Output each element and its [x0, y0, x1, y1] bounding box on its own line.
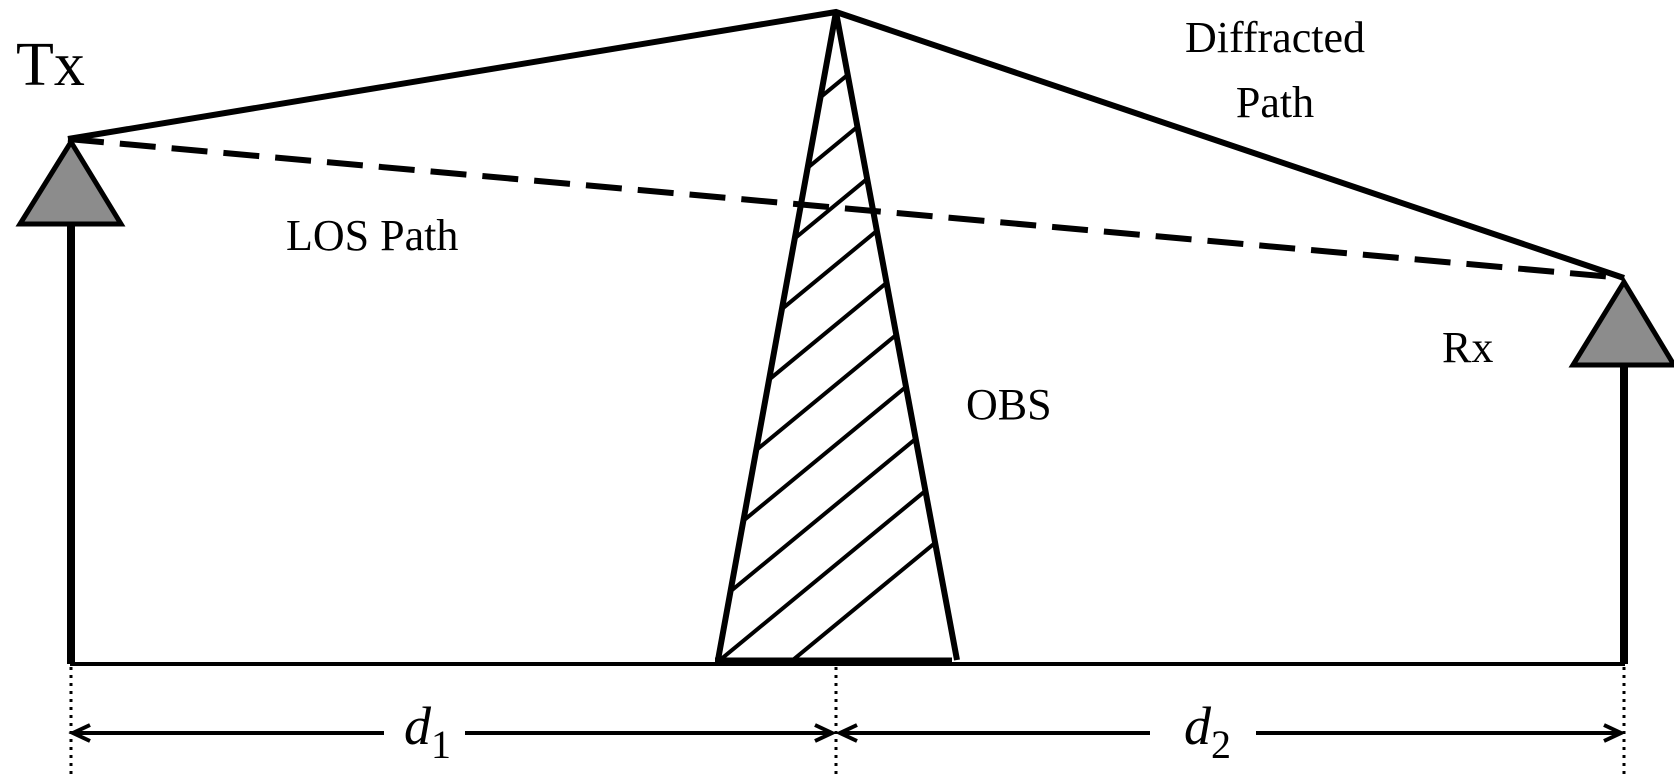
tx-antenna-icon [15, 137, 126, 227]
d1-label-subscript: 1 [431, 722, 451, 767]
d2-dimension-arrow [835, 723, 1626, 743]
d2-label-base: d [1184, 696, 1212, 756]
d2-label: d2 [1184, 696, 1231, 767]
d1-label-base: d [404, 696, 432, 756]
distance-reference-lines [69, 667, 1626, 777]
d1-dimension-arrow [68, 723, 837, 743]
d2-label-subscript: 2 [1211, 722, 1231, 767]
rx-label: Rx [1442, 323, 1493, 372]
obstacle-label: OBS [966, 380, 1052, 429]
los-path-line [67, 136, 1625, 281]
los-path-label: LOS Path [286, 211, 458, 260]
diffracted-path-line [67, 8, 1625, 281]
d1-label: d1 [404, 696, 451, 767]
tx-label: Tx [16, 31, 85, 99]
diffracted-path-label-line1: Diffracted [1185, 13, 1365, 62]
rx-antenna-icon [1568, 277, 1674, 368]
diffracted-path-label-line2: Path [1236, 78, 1314, 127]
